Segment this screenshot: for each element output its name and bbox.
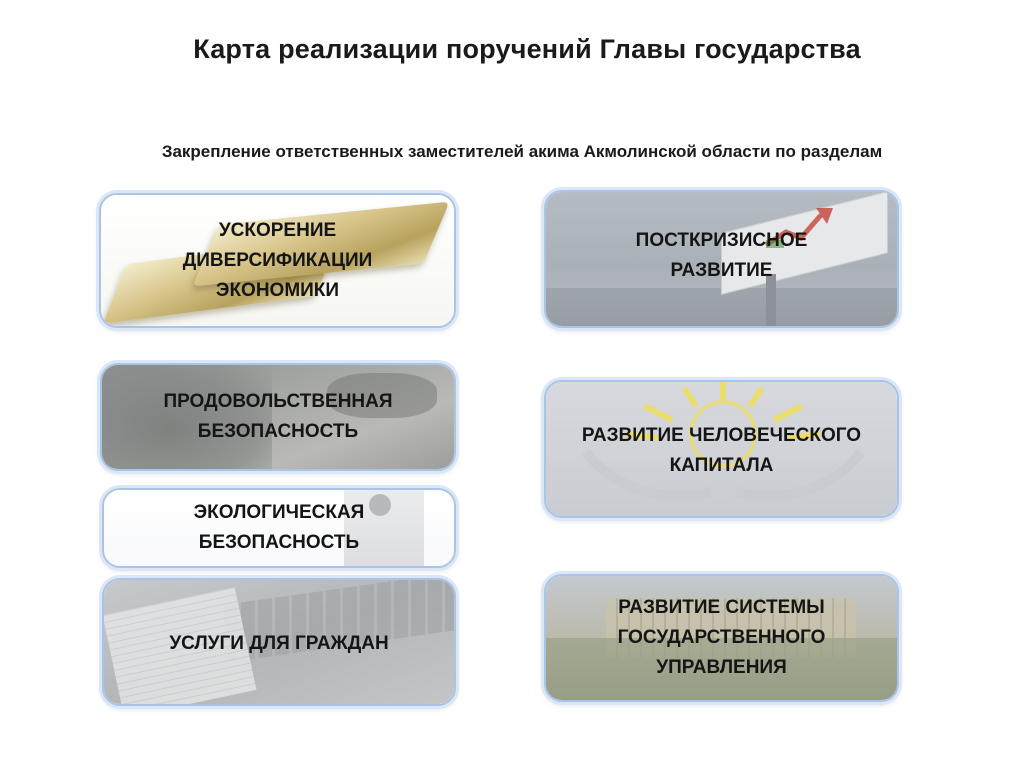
page-subtitle: Закрепление ответственных заместителей а… (161, 142, 883, 161)
card-background (546, 382, 897, 516)
card-background (546, 192, 897, 326)
card-diversification[interactable]: УСКОРЕНИЕ ДИВЕРСИФИКАЦИИ ЭКОНОМИКИ (99, 193, 456, 328)
card-postcrisis[interactable]: ПОСТКРИЗИСНОЕ РАЗВИТИЕ (544, 190, 899, 328)
card-food-security[interactable]: ПРОДОВОЛЬСТВЕННАЯ БЕЗОПАСНОСТЬ (100, 363, 456, 471)
card-background (101, 195, 454, 326)
farm-image (102, 365, 272, 469)
sun-hands-icon (582, 382, 865, 501)
card-label: РАЗВИТИЕ ЧЕЛОВЕЧЕСКОГО КАПИТАЛА (581, 425, 862, 476)
card-citizen-services[interactable]: УСЛУГИ ДЛЯ ГРАЖДАН (102, 578, 456, 706)
cattle-image (327, 373, 437, 418)
card-background (102, 365, 454, 469)
card-public-administration[interactable]: РАЗВИТИЕ СИСТЕМЫ ГОСУДАРСТВЕННОГО УПРАВЛ… (544, 574, 899, 702)
card-label: ПОСТКРИЗИСНОЕ РАЗВИТИЕ (635, 230, 808, 281)
card-label: УСКОРЕНИЕ ДИВЕРСИФИКАЦИИ ЭКОНОМИКИ (182, 219, 373, 301)
billboard-pole (766, 274, 776, 326)
card-label: УСЛУГИ ДЛЯ ГРАЖДАН (169, 633, 389, 654)
card-background (104, 490, 454, 566)
globe-image (369, 494, 391, 516)
card-background (104, 580, 454, 704)
card-label: ПРОДОВОЛЬСТВЕННАЯ БЕЗОПАСНОСТЬ (163, 391, 393, 442)
card-label: ЭКОЛОГИЧЕСКАЯ БЕЗОПАСНОСТЬ (193, 502, 365, 553)
card-ecological-security[interactable]: ЭКОЛОГИЧЕСКАЯ БЕЗОПАСНОСТЬ (102, 488, 456, 568)
card-human-capital[interactable]: РАЗВИТИЕ ЧЕЛОВЕЧЕСКОГО КАПИТАЛА (544, 380, 899, 518)
growth-arrow-icon (764, 208, 833, 248)
card-label: РАЗВИТИЕ СИСТЕМЫ ГОСУДАРСТВЕННОГО УПРАВЛ… (617, 597, 826, 678)
page-title: Карта реализации поручений Главы государ… (193, 34, 861, 64)
card-background (546, 576, 897, 700)
trees-image (546, 638, 897, 700)
